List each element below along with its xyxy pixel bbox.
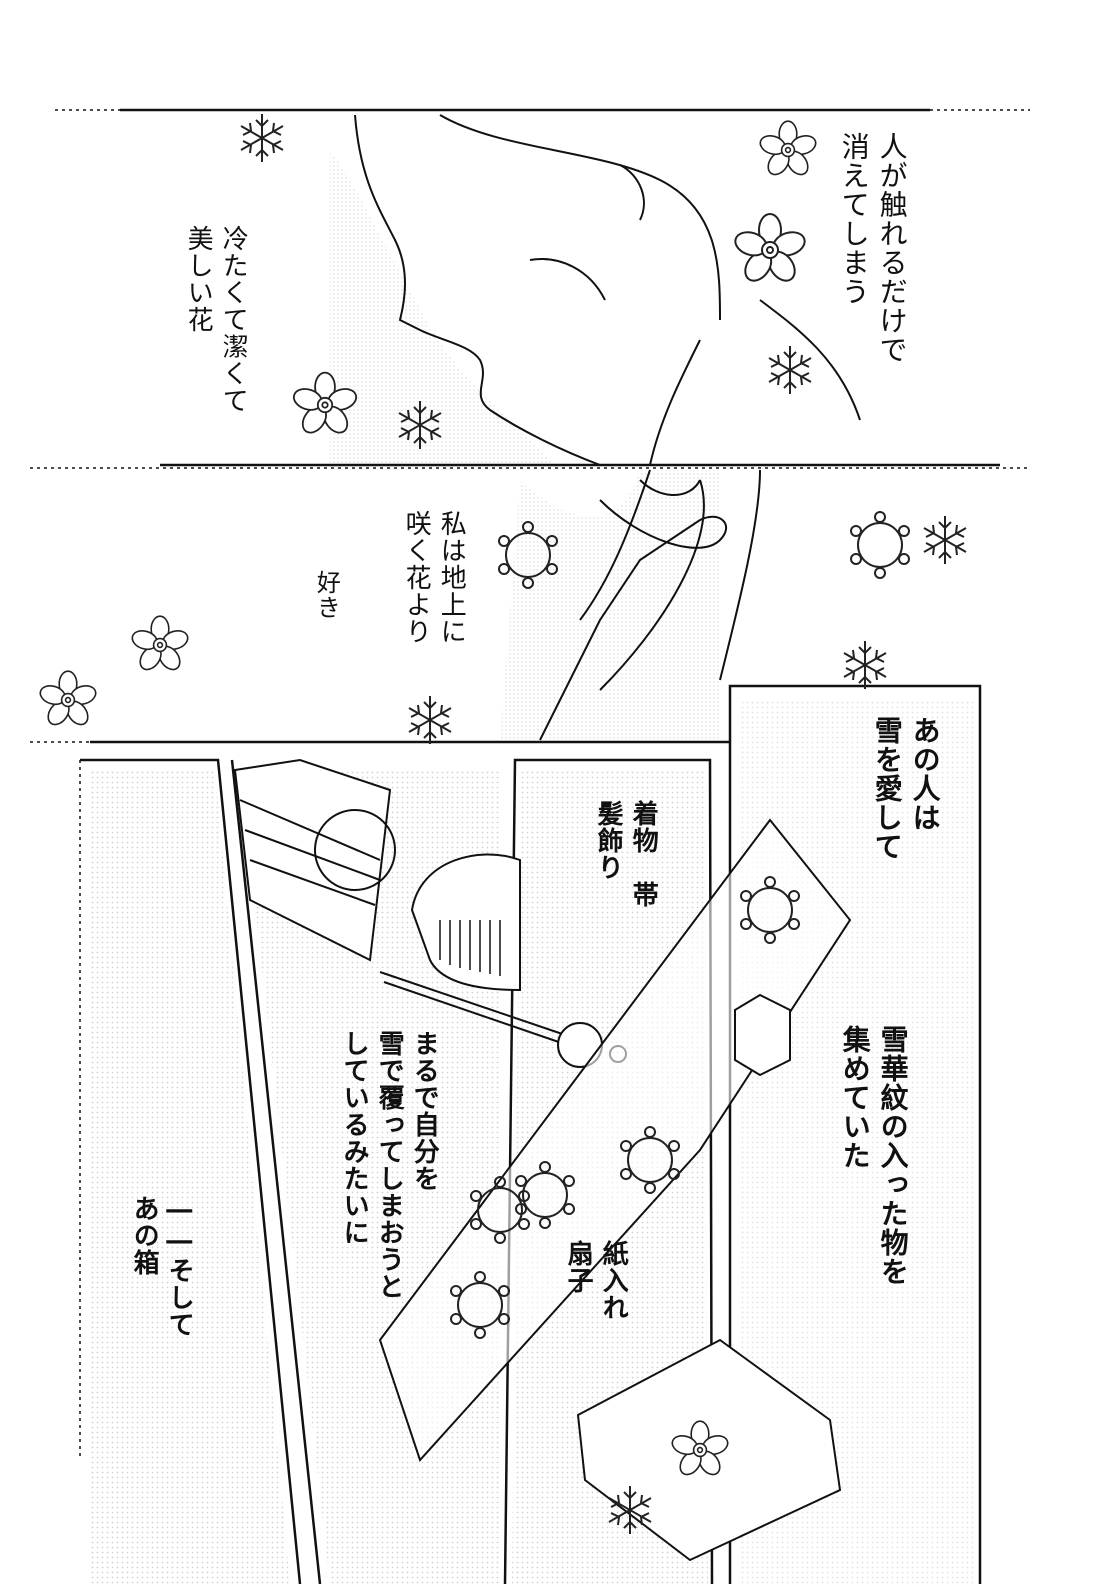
top-right-caption: 人が触れるだけで 消えてしまう — [837, 132, 909, 364]
items-list-top: 着物 帯 髪飾り — [593, 800, 659, 908]
left-panel-caption: ――そして あの箱 — [129, 1195, 195, 1338]
items-list-bottom: 紙入れ 扇子 — [563, 1240, 629, 1321]
right-panel-caption-bottom: 雪華紋の入った物を 集めていた — [838, 1025, 910, 1286]
right-panel-caption-top: あの人は 雪を愛して — [870, 716, 942, 861]
top-left-caption: 冷たくて潔くて 美しい花 — [183, 225, 249, 414]
middle-caption: 私は地上に 咲く花より — [401, 510, 467, 645]
monologue-caption: まるで自分を 雪で覆ってしまおうと しているみたいに — [339, 1030, 440, 1300]
middle-short-caption: 好き — [312, 570, 341, 620]
